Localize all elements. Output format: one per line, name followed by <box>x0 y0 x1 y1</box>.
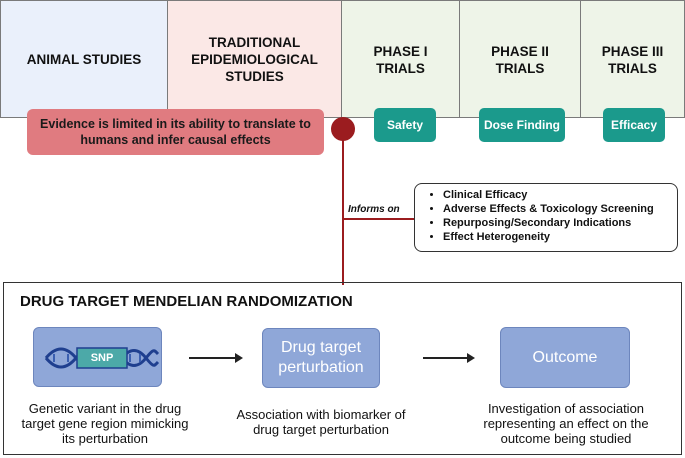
outcome-caption: Investigation of association representin… <box>483 401 649 446</box>
animal-studies-column: ANIMAL STUDIES <box>0 0 168 118</box>
dna-icon <box>44 347 160 369</box>
phase-2-title-line2: TRIALS <box>495 61 545 76</box>
mr-section-frame <box>3 282 682 455</box>
genetic-variant-box: SNP <box>33 327 162 387</box>
list-item: Adverse Effects & Toxicology Screening <box>443 202 677 216</box>
drug-target-perturbation-box: Drug target perturbation <box>262 328 380 388</box>
phase-1-title-line2: TRIALS <box>376 61 425 76</box>
informs-on-label: Informs on <box>348 204 400 215</box>
outcome-box: Outcome <box>500 327 630 388</box>
animal-studies-label: ANIMAL STUDIES <box>26 51 142 67</box>
connector-vertical-line <box>342 128 344 285</box>
informs-list-box: Clinical Efficacy Adverse Effects & Toxi… <box>414 183 678 252</box>
snp-label: SNP <box>90 352 114 364</box>
phase-2-title-line1: PHASE II <box>491 44 549 59</box>
phase-1-title: PHASE I TRIALS <box>342 43 459 77</box>
mr-section-title: DRUG TARGET MENDELIAN RANDOMIZATION <box>20 293 353 310</box>
connector-horizontal-line <box>344 218 416 220</box>
list-item: Clinical Efficacy <box>443 188 677 202</box>
safety-pill: Safety <box>374 108 436 142</box>
epidemiological-studies-column: TRADITIONAL EPIDEMIOLOGICAL STUDIES <box>167 0 342 118</box>
phase-1-column: PHASE I TRIALS Safety <box>341 0 460 142</box>
arrow-2 <box>423 353 475 363</box>
efficacy-pill: Efficacy <box>603 108 665 142</box>
phase-3-title: PHASE III TRIALS <box>581 43 684 77</box>
dose-finding-pill: Dose Finding <box>479 108 565 142</box>
drug-target-caption: Association with biomarker of drug targe… <box>236 407 406 437</box>
evidence-limitation-box: Evidence is limited in its ability to tr… <box>27 109 324 155</box>
phase-2-title: PHASE II TRIALS <box>460 43 580 77</box>
phase-1-title-line1: PHASE I <box>373 44 428 59</box>
phase-3-title-line1: PHASE III <box>601 44 664 59</box>
connector-node <box>331 117 355 141</box>
phase-3-column: PHASE III TRIALS Efficacy <box>580 0 685 142</box>
list-item: Repurposing/Secondary Indications <box>443 216 677 230</box>
phase-3-title-line2: TRIALS <box>608 61 657 76</box>
epidemiological-studies-label: TRADITIONAL EPIDEMIOLOGICAL STUDIES <box>191 34 318 84</box>
arrow-1 <box>189 353 243 363</box>
phase-2-column: PHASE II TRIALS Dose Finding <box>459 0 581 142</box>
list-item: Effect Heterogeneity <box>443 230 677 244</box>
genetic-variant-caption: Genetic variant in the drug target gene … <box>21 401 189 446</box>
informs-list: Clinical Efficacy Adverse Effects & Toxi… <box>429 188 677 244</box>
